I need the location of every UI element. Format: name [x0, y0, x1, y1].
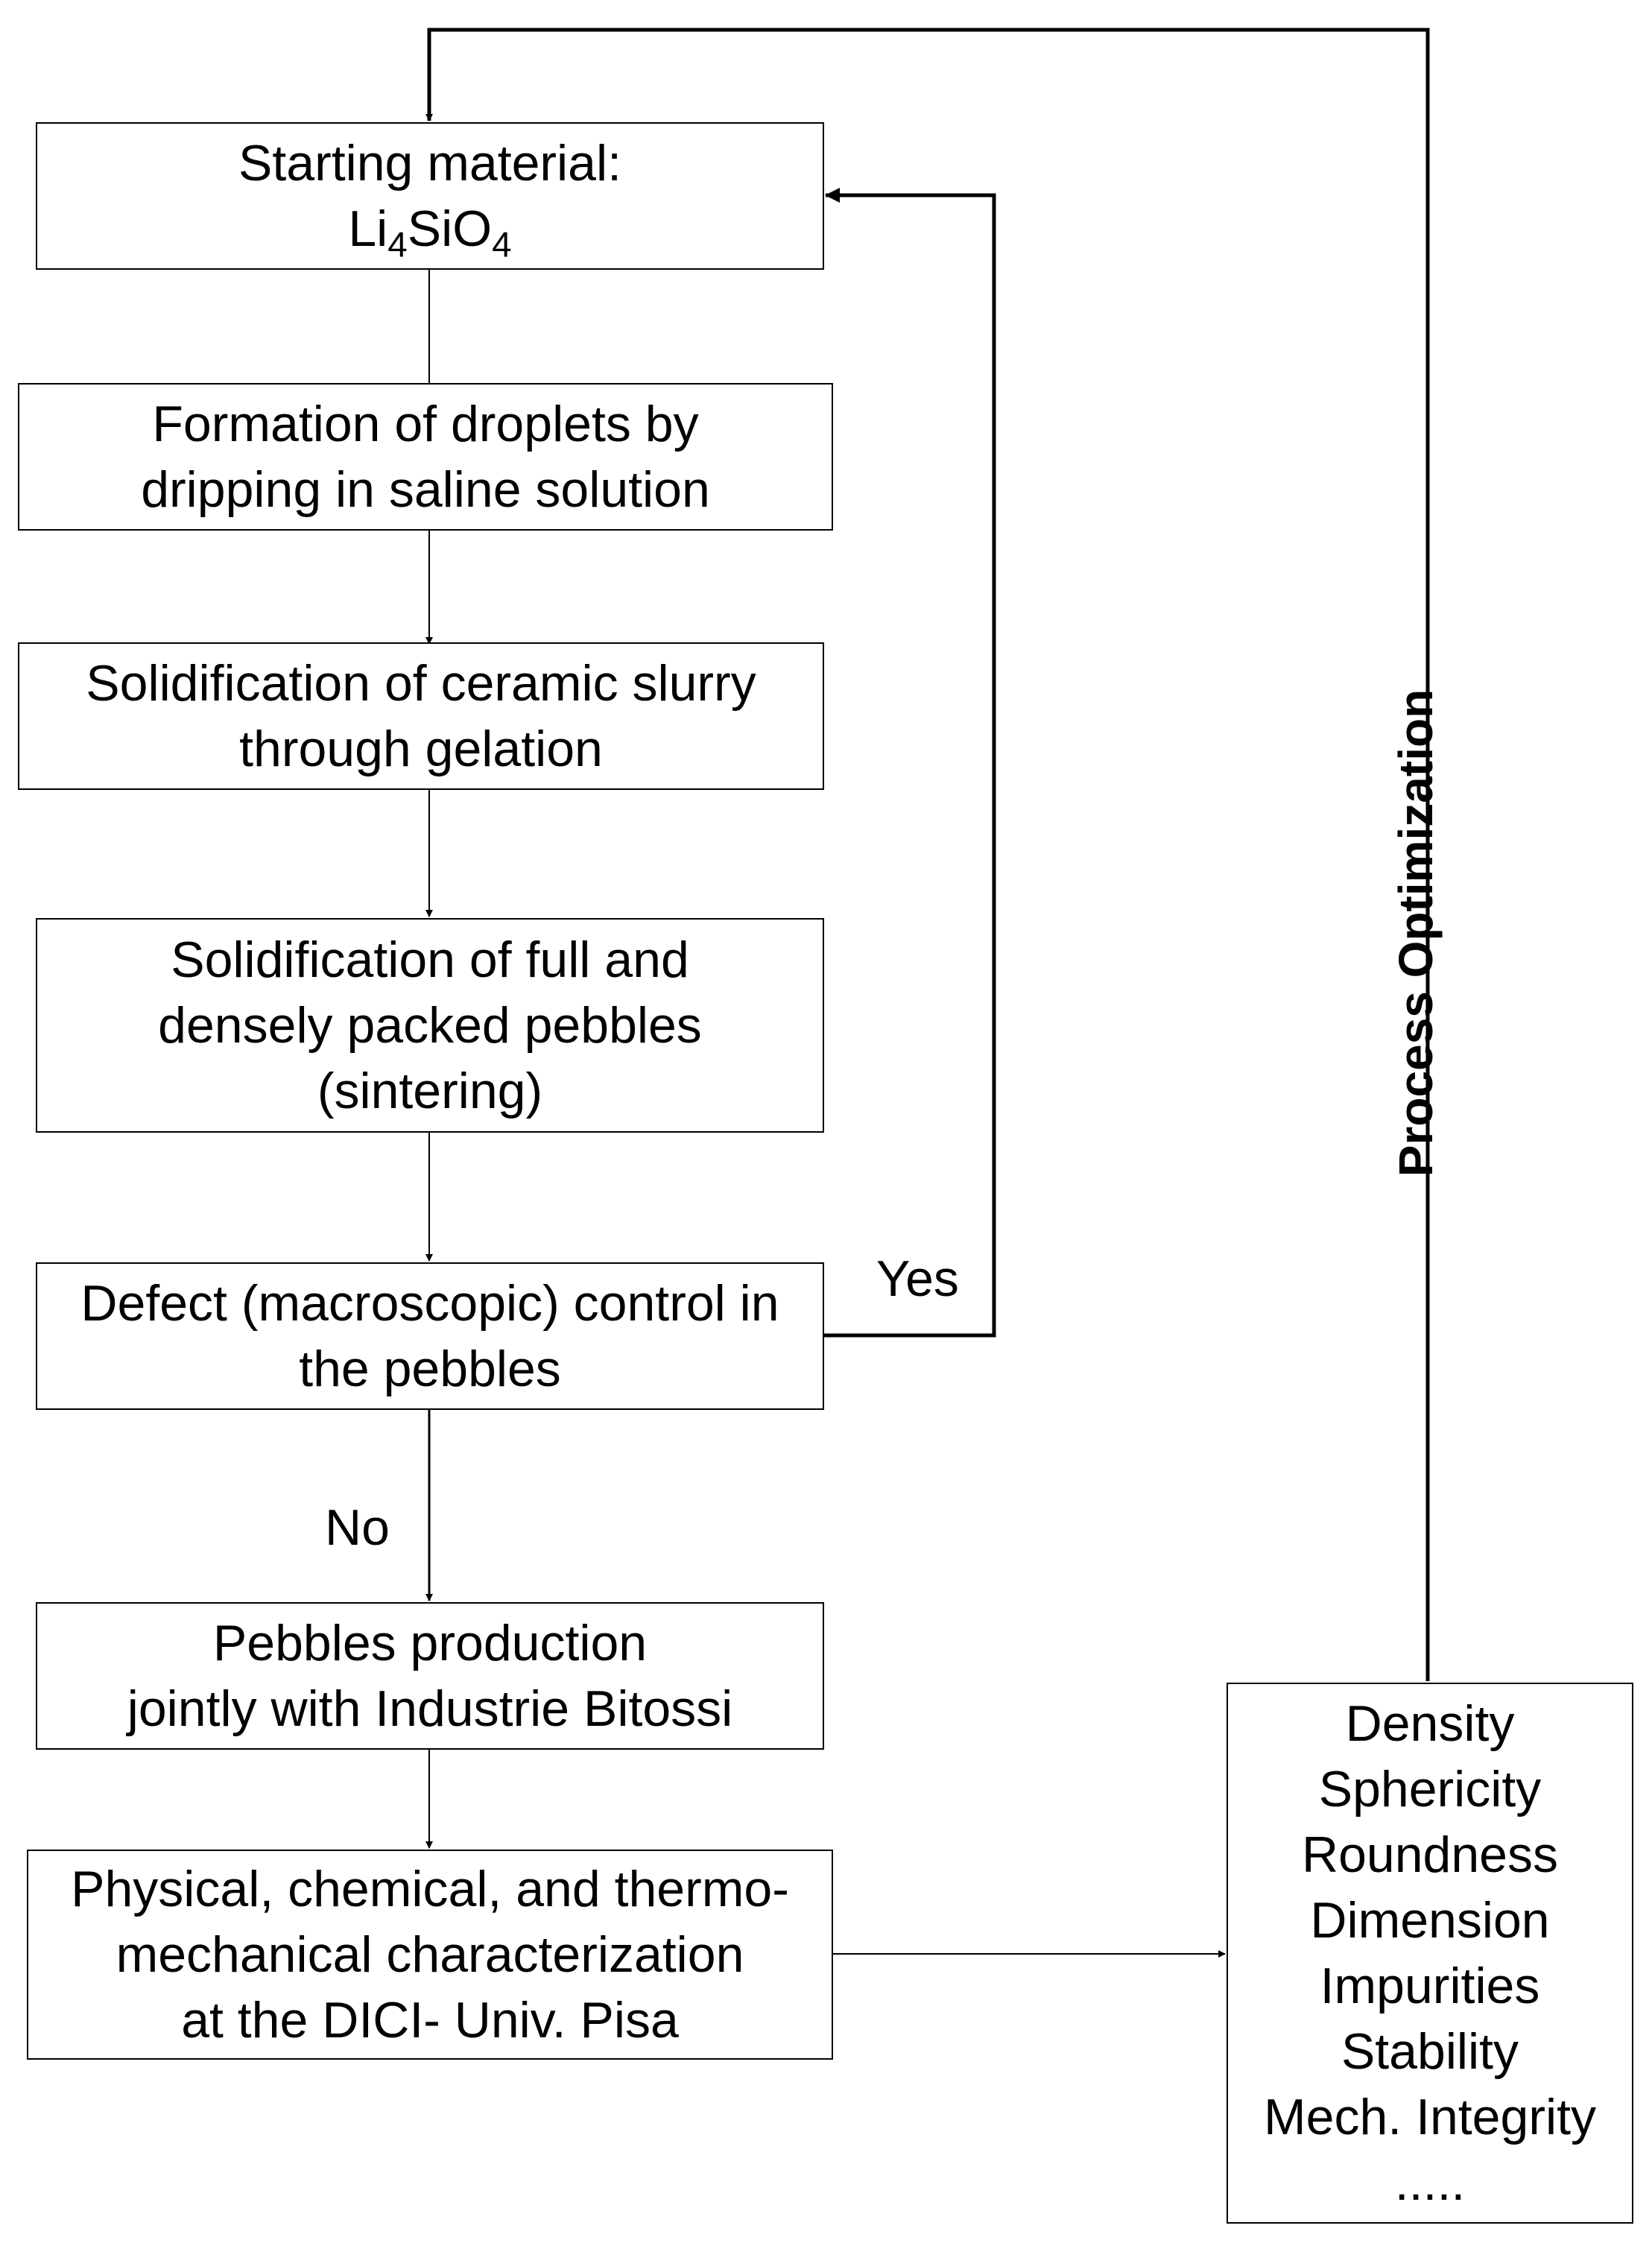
property-item: Sphericity: [1318, 1761, 1542, 1818]
production-line-2: jointly with Industrie Bitossi: [127, 1680, 733, 1737]
arrow-optimization-loop: [425, 28, 1430, 1681]
droplets-line-1: Formation of droplets by: [152, 396, 699, 452]
property-item: Roundness: [1301, 1826, 1559, 1883]
defect-line-1: Defect (macroscopic) control in: [80, 1275, 779, 1332]
property-item: Density: [1345, 1695, 1515, 1752]
property-item: Stability: [1341, 2023, 1519, 2080]
property-item: Dimension: [1310, 1892, 1550, 1949]
characterization-line-3: at the DICI- Univ. Pisa: [181, 1992, 679, 2049]
characterization-line-2: mechanical characterization: [115, 1926, 744, 1983]
property-item: .....: [1394, 2154, 1466, 2211]
sintering-line-3: (sintering): [317, 1063, 543, 1119]
starting-material-formula: Li4SiO4: [348, 200, 512, 265]
step-droplet-formation: Formation of droplets by dripping in sal…: [18, 383, 833, 531]
yes-label: Yes: [876, 1250, 959, 1307]
step-characterization: Physical, chemical, and thermo- mechanic…: [27, 1850, 833, 2060]
gelation-line-1: Solidification of ceramic slurry: [86, 655, 756, 712]
no-label: No: [325, 1499, 390, 1556]
property-item: Impurities: [1320, 1958, 1540, 2014]
step-pebbles-production: Pebbles production jointly with Industri…: [36, 1602, 824, 1750]
production-line-1: Pebbles production: [212, 1615, 648, 1671]
process-optimization-label: Process Optimization: [1389, 689, 1443, 1177]
sintering-line-2: densely packed pebbles: [158, 997, 702, 1054]
arrow-yes-loop: [823, 188, 996, 1338]
property-item: Mech. Integrity: [1264, 2089, 1596, 2145]
properties-box: Density Sphericity Roundness Dimension I…: [1227, 1683, 1633, 2224]
step-defect-control: Defect (macroscopic) control in the pebb…: [36, 1262, 824, 1410]
step-starting-material: Starting material: Li4SiO4: [36, 122, 824, 270]
step-sintering: Solidification of full and densely packe…: [36, 918, 824, 1133]
starting-material-label: Starting material:: [238, 135, 621, 192]
droplets-line-2: dripping in saline solution: [141, 461, 710, 518]
characterization-line-1: Physical, chemical, and thermo-: [71, 1861, 789, 1917]
sintering-line-1: Solidification of full and: [171, 931, 689, 988]
step-gelation: Solidification of ceramic slurry through…: [18, 642, 824, 790]
gelation-line-2: through gelation: [239, 721, 603, 777]
defect-line-2: the pebbles: [299, 1341, 561, 1397]
